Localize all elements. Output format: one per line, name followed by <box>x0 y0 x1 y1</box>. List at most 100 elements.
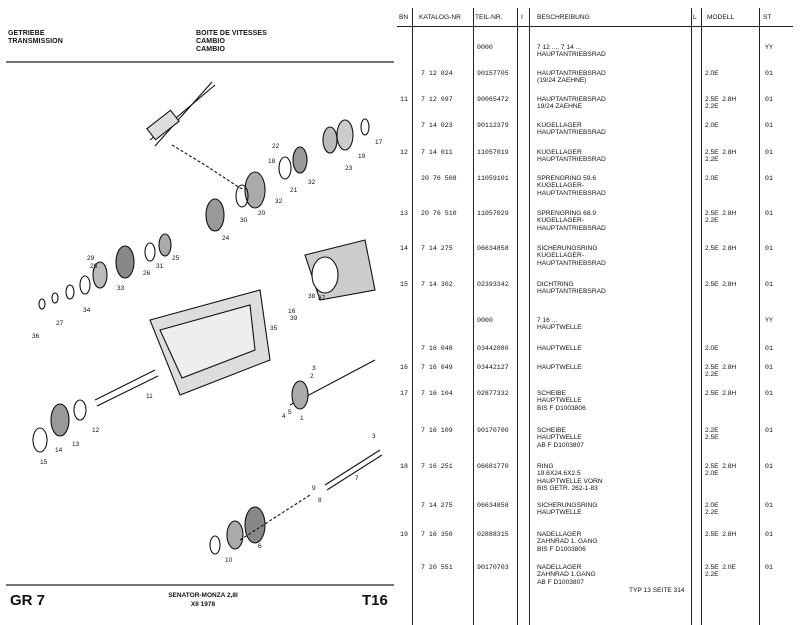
cell-st: 01 <box>765 390 773 397</box>
cell-st: 01 <box>765 364 773 371</box>
cell-bn: 15 <box>400 281 408 288</box>
cell-teil: 90170703 <box>477 564 509 571</box>
cell-katalog: 7 14 275 <box>421 245 453 252</box>
callout-number: 30 <box>240 217 248 224</box>
page-code: T16 <box>362 592 388 609</box>
exploded-view-diagram: 17 19 23 22 21 32 20 24 30 32 18 25 26 3… <box>6 61 394 586</box>
cell-bn: 14 <box>400 245 408 252</box>
col-header-beschreibung: BESCHREIBUNG <box>537 14 590 21</box>
cell-st: YY <box>765 317 773 324</box>
cell-beschreibung: 7 12 ..., 7 14 ... HAUPTANTRIEBSRAD <box>537 44 606 59</box>
cell-beschreibung: SCHEIBE HAUPTWELLE AB F D1003807 <box>537 427 584 449</box>
callout-number: 31 <box>156 263 164 270</box>
cell-teil: 02888315 <box>477 531 509 538</box>
cell-st: 01 <box>765 427 773 434</box>
cell-beschreibung: NADELLAGER ZAHNRAD 1. GANG BIS F D100380… <box>537 531 598 553</box>
cell-beschreibung: HAUPTANTRIEBSRAD 19/24 ZAEHNE <box>537 96 606 111</box>
col-header-i: I <box>521 14 523 21</box>
cell-beschreibung: 7 16 ... HAUPTWELLE <box>537 317 582 332</box>
parts-table: BN KATALOG-NR TEIL-NR. I BESCHREIBUNG L … <box>397 8 793 625</box>
cell-bn: 19 <box>400 531 408 538</box>
callout-number: 32 <box>308 179 316 186</box>
cell-teil: 90065472 <box>477 96 509 103</box>
cell-katalog: 7 16 109 <box>421 427 453 434</box>
header-left-line: TRANSMISSION <box>8 38 63 45</box>
cell-beschreibung: HAUPTWELLE <box>537 364 582 371</box>
group-label: GR 7 <box>10 592 46 609</box>
callout-number: 11 <box>146 393 153 400</box>
callout-number: 9 <box>312 485 316 492</box>
callout-number: 8 <box>318 497 322 504</box>
cell-teil: 90170700 <box>477 427 509 434</box>
cell-st: 01 <box>765 122 773 129</box>
cell-beschreibung: SICHERUNGSRING KUGELLAGER- HAUPTANTRIEBS… <box>537 245 606 267</box>
page-reference: TYP 13 SEITE 314 <box>629 587 685 594</box>
header-left: GETRIEBE TRANSMISSION <box>8 30 63 46</box>
cell-st: 01 <box>765 70 773 77</box>
cell-bn: 11 <box>400 96 408 103</box>
cell-st: 01 <box>765 175 773 182</box>
model-caption: SENATOR-MONZA 2,8I XII 1978 <box>158 591 248 609</box>
cell-beschreibung: KUGELLAGER HAUPTANTRIEBSRAD <box>537 122 606 137</box>
callout-number: 1 <box>300 415 304 422</box>
cell-teil: 0000 <box>477 317 493 324</box>
cell-st: 01 <box>765 149 773 156</box>
callout-number: 37 <box>318 295 326 302</box>
callout-number: 2 <box>310 373 314 380</box>
cell-teil: 0000 <box>477 44 493 51</box>
callout-number: 22 <box>272 143 280 150</box>
callout-number: 29 <box>87 255 95 262</box>
cell-teil: 06634858 <box>477 502 509 509</box>
header-right: BOITE DE VITESSES CAMBIO CAMBIO <box>196 30 267 54</box>
cell-beschreibung: RING 19.6X24.6X2.5 HAUPTWELLE VORN BIS G… <box>537 463 603 493</box>
cell-bn: 13 <box>400 210 408 217</box>
cell-beschreibung: SPRENGRING 59.6 KUGELLAGER- HAUPTANTRIEB… <box>537 175 606 197</box>
callout-number: 25 <box>172 255 180 262</box>
cell-teil: 90157705 <box>477 70 509 77</box>
col-header-l: L <box>693 14 697 21</box>
cell-modell: 2.0E <box>705 175 719 182</box>
cell-beschreibung: DICHTRING HAUPTANTRIEBSRAD <box>537 281 606 296</box>
cell-katalog: 7 20 551 <box>421 564 453 571</box>
cell-modell: 2.5E 2.8H 2.2E <box>705 210 737 225</box>
callout-number: 7 <box>355 475 359 482</box>
cell-st: 01 <box>765 463 773 470</box>
cell-katalog: 7 12 097 <box>421 96 453 103</box>
col-header-bn: BN <box>399 14 409 21</box>
callout-number: 16 <box>288 308 296 315</box>
cell-teil: 02393342 <box>477 281 509 288</box>
callout-number: 3 <box>312 365 316 372</box>
cell-katalog: 7 14 302 <box>421 281 453 288</box>
cell-katalog: 7 14 011 <box>421 149 453 156</box>
callout-number: 21 <box>290 187 298 194</box>
callout-number: 17 <box>375 139 383 146</box>
cell-katalog: 7 16 350 <box>421 531 453 538</box>
cell-st: YY <box>765 44 773 51</box>
callout-number: 24 <box>222 235 230 242</box>
col-header-teil: TEIL-NR. <box>475 14 503 21</box>
cell-katalog: 20 76 510 <box>421 210 457 217</box>
callout-number: 33 <box>117 285 125 292</box>
cell-beschreibung: SCHEIBE HAUPTWELLE BIS F D1003806 <box>537 390 586 412</box>
cell-modell: 2.5E 2.0E 2.2E <box>705 564 736 579</box>
cell-teil: 03442080 <box>477 345 509 352</box>
cell-st: 01 <box>765 210 773 217</box>
cell-teil: 11057019 <box>477 149 509 156</box>
cell-st: 01 <box>765 345 773 352</box>
cell-beschreibung: KUGELLAGER HAUPTANTRIEBSRAD <box>537 149 606 164</box>
cell-modell: 2.5E 2.8H <box>705 531 737 538</box>
callout-number: 26 <box>143 270 151 277</box>
header-right-line: CAMBIO <box>196 46 225 53</box>
cell-st: 01 <box>765 531 773 538</box>
cell-bn: 17 <box>400 390 408 397</box>
cell-modell: 2.5E 2.8H <box>705 245 737 252</box>
cell-modell: 2.5E 2.8H 2.0E <box>705 463 737 478</box>
cell-teil: 11059101 <box>477 175 509 182</box>
callout-number: 38 <box>308 293 316 300</box>
cell-modell: 2.5E 2.8H <box>705 281 737 288</box>
edition-date: XII 1978 <box>190 601 216 608</box>
col-header-modell: MODELL <box>707 14 735 21</box>
callout-number: 28 <box>90 263 98 270</box>
callout-number: 13 <box>72 441 80 448</box>
callout-number: 3 <box>372 433 376 440</box>
